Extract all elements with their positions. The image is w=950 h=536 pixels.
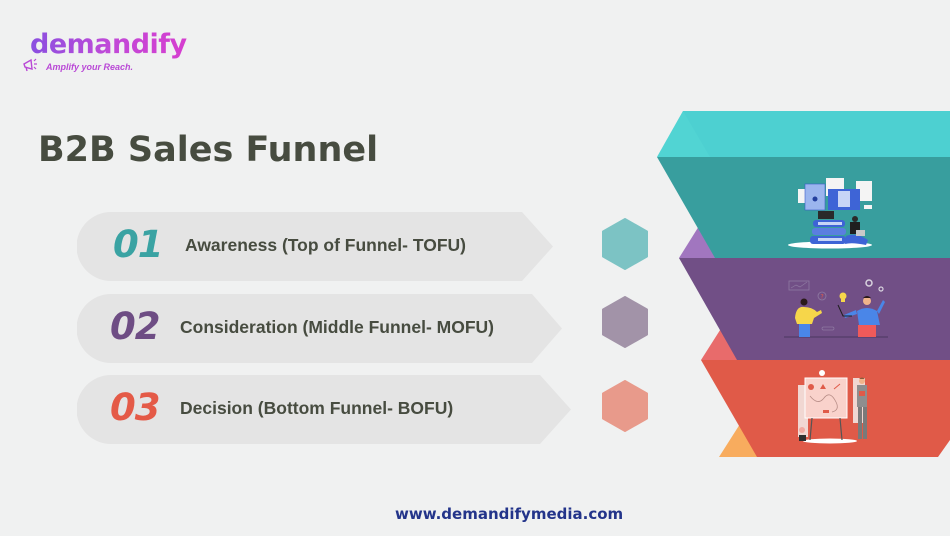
hexagon-teal-icon	[602, 218, 648, 270]
arrow-banner	[77, 212, 553, 281]
arrow-banner	[77, 375, 571, 444]
stage-number: 02	[110, 305, 160, 348]
presentation-board-illustration	[798, 370, 867, 444]
stage-label: Decision (Bottom Funnel- BOFU)	[180, 398, 454, 418]
page-title: B2B Sales Funnel	[38, 130, 379, 170]
stage-number: 01	[113, 223, 163, 266]
funnel-layer-consideration	[679, 258, 950, 360]
stage-label: Awareness (Top of Funnel- TOFU)	[185, 235, 466, 255]
brand-name: demandify	[30, 29, 187, 60]
funnel-layer-awareness	[657, 157, 950, 258]
hexagon-coral-icon	[602, 380, 648, 432]
website-link[interactable]: www.demandifymedia.com	[395, 505, 624, 523]
brand-logo: demandify Amplify your Reach.	[23, 29, 187, 72]
stage-number: 03	[110, 386, 160, 429]
brand-tagline: Amplify your Reach.	[46, 62, 134, 72]
arrow-banner	[77, 294, 562, 363]
studying-person-illustration	[788, 178, 872, 249]
stage-label: Consideration (Middle Funnel- MOFU)	[180, 317, 495, 337]
hexagon-purple-icon	[602, 296, 648, 348]
megaphone-icon	[23, 58, 37, 72]
stage-row-consideration: 02 Consideration (Middle Funnel- MOFU)	[77, 294, 563, 363]
svg-text:?: ?	[821, 294, 824, 301]
stage-row-decision: 03 Decision (Bottom Funnel- BOFU)	[77, 375, 572, 444]
two-people-discussing-illustration: ?	[784, 279, 888, 338]
stage-row-awareness: 01 Awareness (Top of Funnel- TOFU)	[77, 212, 554, 281]
